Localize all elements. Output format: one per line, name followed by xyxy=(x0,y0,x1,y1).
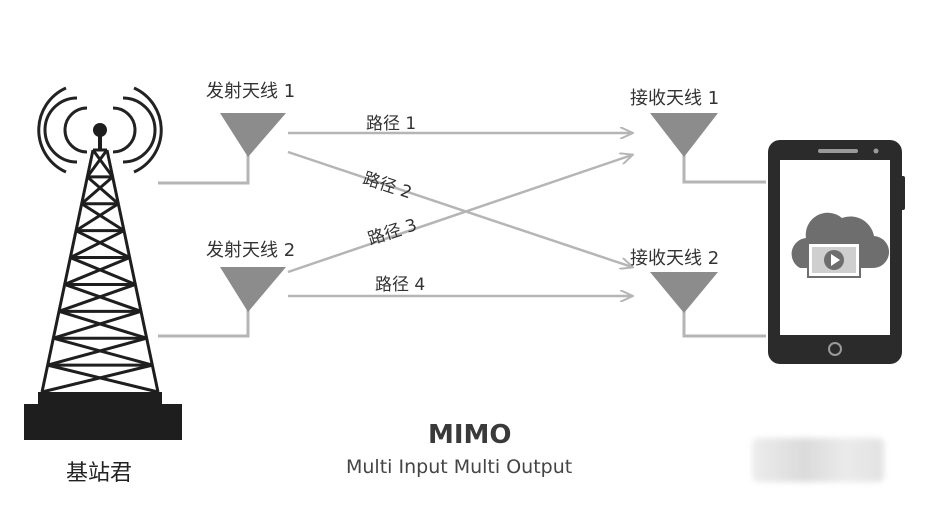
tx-antenna-1-icon xyxy=(220,113,286,157)
rx-antenna-2-label: 接收天线 2 xyxy=(630,248,720,269)
tx-antenna-1-label: 发射天线 1 xyxy=(206,81,296,102)
rx-antenna-1-label: 接收天线 1 xyxy=(630,88,720,109)
signal-paths xyxy=(287,133,632,296)
rx-antenna-2-icon xyxy=(650,272,718,313)
path-2-arrow xyxy=(287,150,632,267)
rx-antenna-1-icon xyxy=(650,113,718,157)
path-1-label: 路径 1 xyxy=(366,114,417,134)
tx-antenna-2-label: 发射天线 2 xyxy=(206,240,296,261)
tower-base xyxy=(24,392,182,440)
path-3-arrow xyxy=(287,155,632,274)
signal-waves-icon xyxy=(37,86,163,174)
smartphone-icon xyxy=(768,140,905,364)
blurred-watermark xyxy=(752,438,884,482)
caption-subtitle: Multi Input Multi Output xyxy=(346,456,573,478)
base-station-label: 基站君 xyxy=(66,461,133,486)
cell-tower-icon xyxy=(24,86,182,440)
caption-title: MIMO xyxy=(428,420,512,450)
feed-lines xyxy=(158,155,766,338)
tx-antenna-2-icon xyxy=(220,267,286,312)
cloud-video-icon xyxy=(791,212,890,278)
path-4-label: 路径 4 xyxy=(375,275,426,295)
